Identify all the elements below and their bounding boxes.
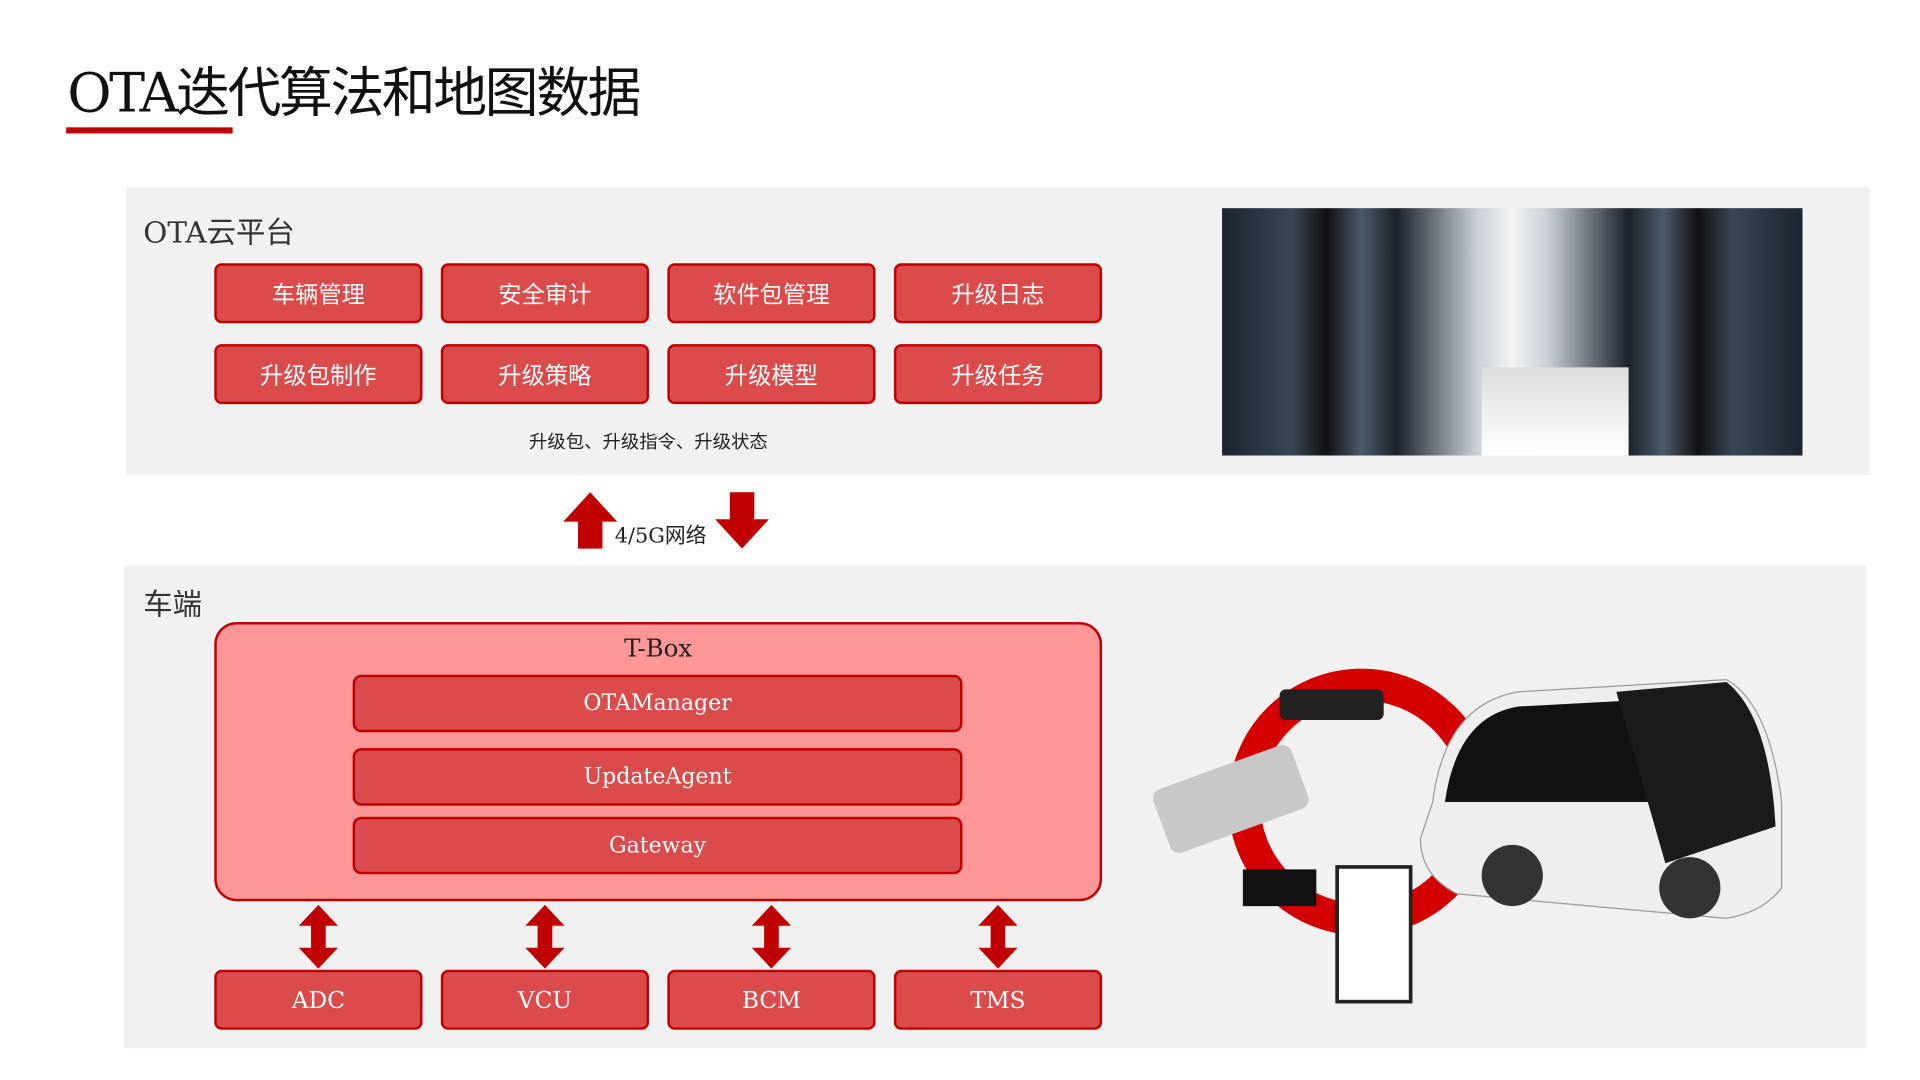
tbox-label: T-Box (624, 633, 693, 663)
tbox-layer-updateagent[interactable]: UpdateAgent (352, 748, 963, 806)
tbox-layer-otamanager[interactable]: OTAManager (352, 674, 963, 733)
ecu-vcu[interactable]: VCU (440, 969, 649, 1030)
title-underline (66, 127, 233, 134)
vehicle-hardware-illustration (1153, 668, 1783, 1004)
cloud-button[interactable]: 升级日志 (893, 263, 1103, 324)
cloud-caption: 升级包、升级指令、升级状态 (528, 431, 768, 454)
network-arrows-icon (563, 492, 769, 549)
ecu-adc[interactable]: ADC (214, 969, 423, 1030)
server-room-floor (1481, 367, 1629, 456)
cloud-button[interactable]: 软件包管理 (667, 263, 876, 324)
page-title: OTA迭代算法和地图数据 (67, 62, 641, 125)
cloud-button[interactable]: 安全审计 (440, 263, 649, 324)
cloud-button[interactable]: 升级策略 (440, 344, 649, 405)
vehicle-label: 车端 (143, 587, 203, 623)
cloud-label: OTA云平台 (143, 215, 295, 250)
cloud-button[interactable]: 升级任务 (893, 344, 1103, 405)
ecu-link-arrows-icon (298, 904, 1018, 969)
cloud-button[interactable]: 升级模型 (667, 344, 876, 405)
ecu-bcm[interactable]: BCM (667, 969, 876, 1030)
network-label: 4/5G网络 (614, 524, 707, 549)
cloud-button[interactable]: 车辆管理 (214, 263, 423, 324)
cloud-button[interactable]: 升级包制作 (214, 344, 423, 405)
ecu-tms[interactable]: TMS (893, 969, 1103, 1030)
tbox-layer-gateway[interactable]: Gateway (352, 816, 963, 875)
